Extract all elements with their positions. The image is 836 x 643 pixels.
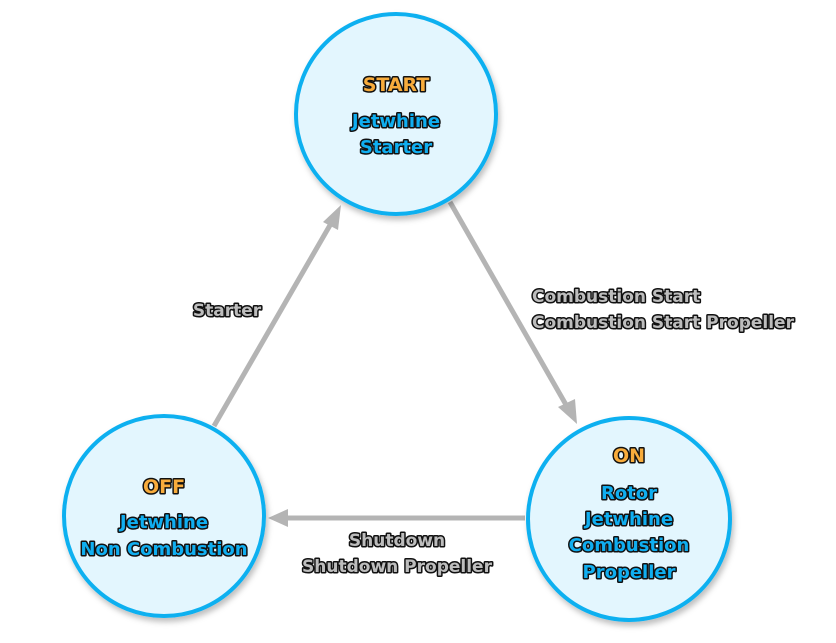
state-title: ON <box>613 445 645 467</box>
state-title: OFF <box>143 476 185 498</box>
state-title: START <box>363 74 430 96</box>
edge-label: Shutdown Propeller <box>302 557 493 577</box>
state-line: Jetwhine <box>118 512 208 533</box>
transition-on-to-off: Shutdown Shutdown Propeller <box>268 509 525 579</box>
edge-line <box>211 218 336 428</box>
edge-line <box>447 200 572 412</box>
state-node-start[interactable]: START Jetwhine Starter <box>294 12 498 216</box>
state-line: Starter <box>360 137 432 158</box>
state-node-on[interactable]: ON Rotor Jetwhine Combustion Propeller <box>526 416 732 622</box>
node-circle <box>294 12 498 216</box>
transition-off-to-start: Starter <box>191 205 341 428</box>
node-circle <box>62 414 266 618</box>
arrowhead-icon <box>323 205 341 230</box>
state-line: Propeller <box>583 562 676 583</box>
state-line: Combustion <box>569 535 690 556</box>
arrowhead-icon <box>558 399 577 424</box>
state-line: Jetwhine <box>583 509 673 530</box>
node-circle <box>526 416 732 622</box>
state-line: Jetwhine <box>350 111 440 132</box>
arrowhead-icon <box>268 509 288 527</box>
edge-label: Starter <box>193 301 262 321</box>
edge-label: Combustion Start <box>532 287 700 307</box>
transition-start-to-on: Combustion Start Combustion Start Propel… <box>447 200 796 424</box>
state-line: Non Combustion <box>80 539 247 560</box>
edge-label: Combustion Start Propeller <box>532 313 795 333</box>
state-line: Rotor <box>601 483 657 504</box>
edge-label: Shutdown <box>349 531 445 551</box>
state-node-off[interactable]: OFF Jetwhine Non Combustion <box>62 414 266 618</box>
